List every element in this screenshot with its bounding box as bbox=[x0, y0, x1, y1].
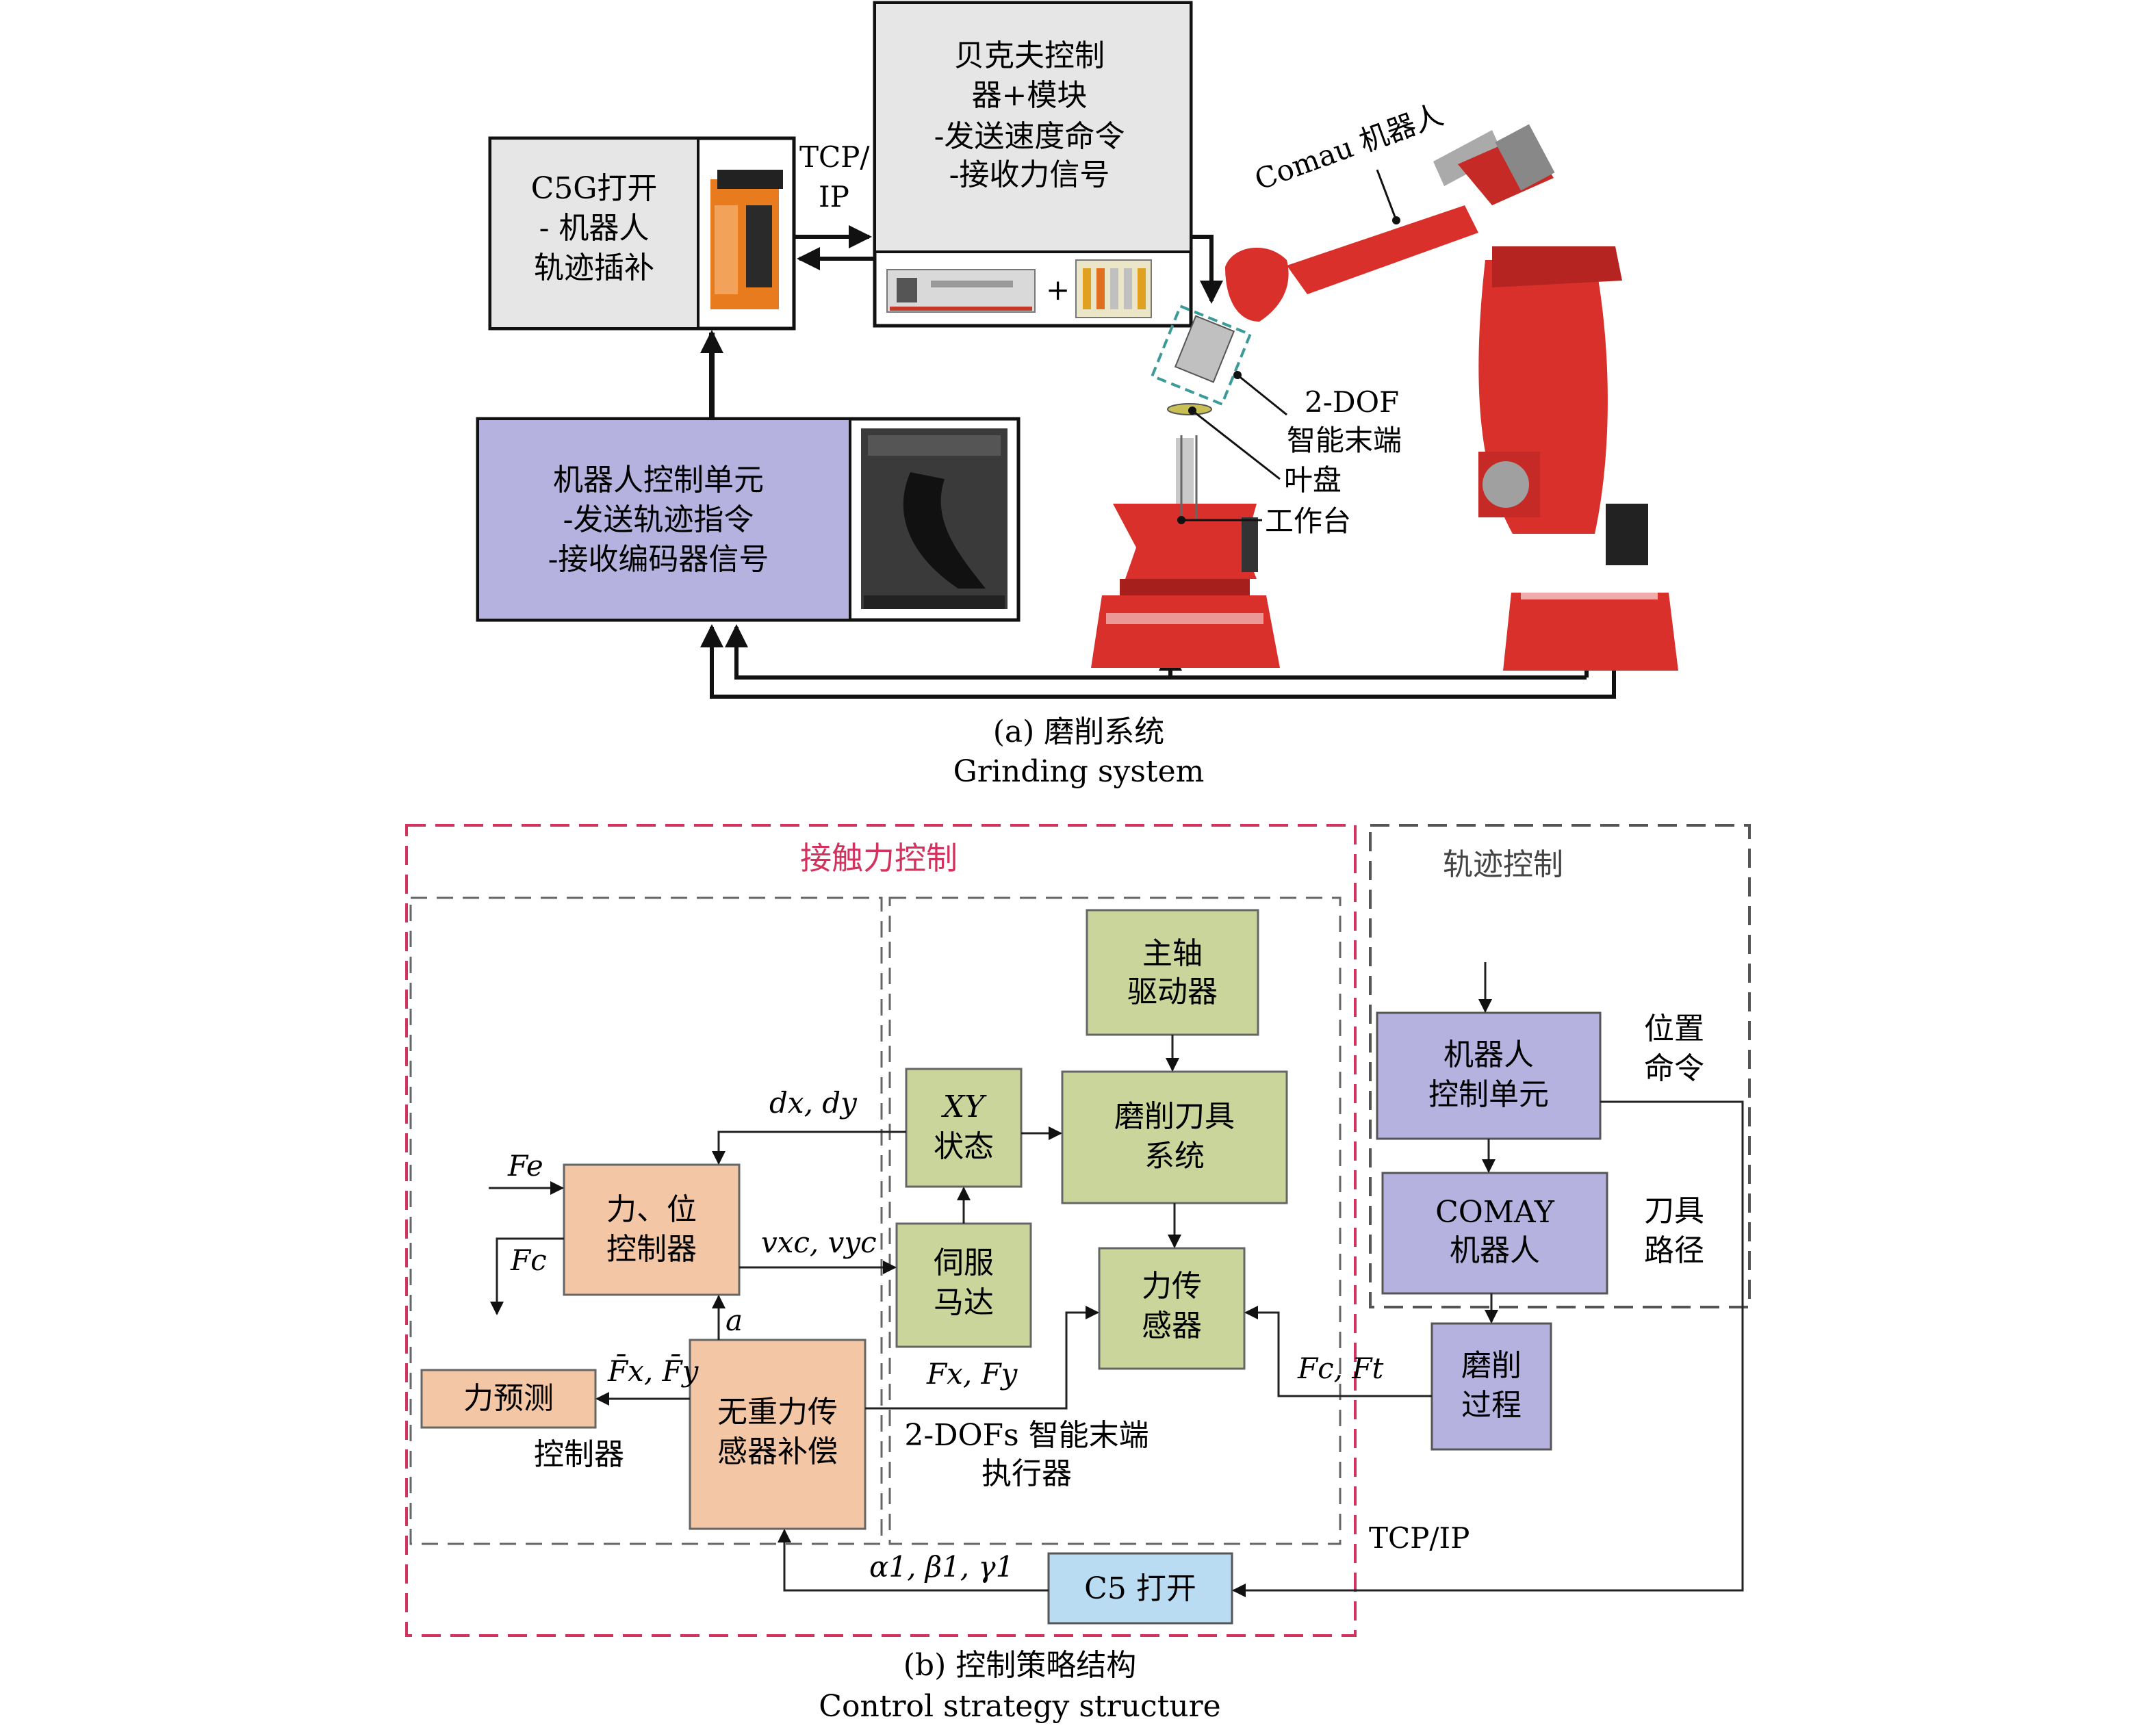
svg-text:智能末端: 智能末端 bbox=[1287, 424, 1402, 457]
caption-b-cn: (b) 控制策略结构 bbox=[903, 1648, 1136, 1683]
svg-text:感器: 感器 bbox=[1142, 1308, 1202, 1343]
comau-robot-label: Comau 机器人 bbox=[1250, 98, 1448, 197]
c5g-controller-box: C5G打开 - 机器人 轨迹插补 bbox=[488, 136, 796, 331]
svg-text:力传: 力传 bbox=[1142, 1269, 1202, 1304]
svg-text:机器人: 机器人 bbox=[1443, 1037, 1534, 1072]
signal-dx-dy: dx, dy bbox=[769, 1086, 858, 1120]
force-prediction-box: 力预测 bbox=[420, 1369, 597, 1429]
svg-text:轨迹插补: 轨迹插补 bbox=[534, 250, 654, 285]
signal-fc: Fc bbox=[510, 1243, 547, 1277]
svg-text:- 机器人: - 机器人 bbox=[539, 211, 650, 246]
svg-text:XY: XY bbox=[941, 1089, 987, 1124]
svg-text:C5 打开: C5 打开 bbox=[1084, 1571, 1196, 1606]
figure-b-control-strategy: 接触力控制 轨迹控制 主轴 驱动器 XY 状态 磨削刀具 系统 伺服 马达 bbox=[405, 824, 1751, 1724]
comau-robot-illustration bbox=[1150, 124, 1678, 671]
signal-fx-fy: Fx, Fy bbox=[926, 1357, 1018, 1391]
signal-vxc-vyc: vxc, vyc bbox=[761, 1226, 877, 1259]
grinding-tool-box: 磨削刀具 系统 bbox=[1061, 1070, 1288, 1204]
signal-fe: Fe bbox=[507, 1149, 543, 1183]
svg-text:命令: 命令 bbox=[1644, 1051, 1704, 1086]
svg-text:IP: IP bbox=[819, 180, 849, 214]
svg-text:伺服: 伺服 bbox=[934, 1245, 994, 1280]
tcp-ip-label-b: TCP/IP bbox=[1369, 1521, 1470, 1555]
svg-text:器+模块: 器+模块 bbox=[972, 78, 1088, 113]
trajectory-region bbox=[1369, 824, 1751, 1308]
end-effector-label: 2-DOFs 智能末端 bbox=[904, 1418, 1148, 1453]
robot-control-unit-box: 机器人控制单元 -发送轨迹指令 -接收编码器信号 bbox=[476, 417, 1021, 622]
svg-text:控制器: 控制器 bbox=[606, 1232, 697, 1267]
c5g-module-image bbox=[710, 170, 783, 309]
svg-text:路径: 路径 bbox=[1644, 1233, 1704, 1268]
figure-a-grinding-system: C5G打开 - 机器人 轨迹插补 TCP/ IP 贝克夫控制 器+模块 -发送速… bbox=[476, 1, 1678, 789]
contact-force-region bbox=[405, 824, 1357, 1637]
robot-cabinet-image bbox=[861, 428, 1008, 609]
feedback-line-robot-base bbox=[700, 624, 1616, 699]
servo-motor-box: 伺服 马达 bbox=[895, 1222, 1032, 1348]
blisk-label: 叶盘 bbox=[1284, 463, 1342, 497]
force-sensor-box: 力传 感器 bbox=[1098, 1247, 1246, 1370]
svg-text:感器补偿: 感器补偿 bbox=[717, 1434, 838, 1469]
end-effector-dashed-frame bbox=[1150, 304, 1253, 406]
plus-sign: + bbox=[1046, 273, 1070, 307]
beckhoff-module-image bbox=[1075, 259, 1152, 318]
worktable-illustration bbox=[1091, 403, 1280, 668]
svg-text:力、位: 力、位 bbox=[606, 1192, 697, 1227]
controller-region bbox=[409, 896, 883, 1545]
connectors-b bbox=[489, 962, 1744, 1597]
beckhoff-controller-box: 贝克夫控制 器+模块 -发送速度命令 -接收力信号 + bbox=[873, 1, 1193, 328]
gravity-compensation-box: 无重力传 感器补偿 bbox=[689, 1339, 867, 1530]
svg-text:驱动器: 驱动器 bbox=[1127, 974, 1218, 1009]
arrow-beckhoff-to-end-effector bbox=[1191, 235, 1223, 304]
svg-text:机器人: 机器人 bbox=[1450, 1233, 1540, 1268]
caption-a-cn: (a) 磨削系统 bbox=[993, 714, 1165, 749]
svg-text:C5G打开: C5G打开 bbox=[531, 171, 658, 206]
tcp-ip-label-a: TCP/ bbox=[799, 140, 870, 174]
svg-text:马达: 马达 bbox=[934, 1285, 994, 1320]
tool-path-label: 刀具 bbox=[1644, 1193, 1704, 1228]
svg-text:磨削: 磨削 bbox=[1461, 1348, 1522, 1383]
svg-text:无重力传: 无重力传 bbox=[717, 1395, 838, 1430]
force-position-controller-box: 力、位 控制器 bbox=[563, 1163, 741, 1296]
contact-force-title: 接触力控制 bbox=[800, 840, 958, 877]
xy-state-box: XY 状态 bbox=[905, 1068, 1023, 1188]
worktable-label: 工作台 bbox=[1265, 504, 1351, 538]
svg-text:控制单元: 控制单元 bbox=[1428, 1077, 1549, 1112]
trajectory-title: 轨迹控制 bbox=[1443, 847, 1563, 882]
caption-b-en: Control strategy structure bbox=[819, 1689, 1220, 1724]
svg-text:过程: 过程 bbox=[1461, 1388, 1522, 1423]
svg-text:-接收编码器信号: -接收编码器信号 bbox=[548, 542, 769, 577]
svg-text:磨削刀具: 磨削刀具 bbox=[1114, 1099, 1235, 1134]
spindle-driver-box: 主轴 驱动器 bbox=[1086, 909, 1259, 1036]
signal-fc-ft: Fc, Ft bbox=[1297, 1352, 1384, 1385]
position-command-label: 位置 bbox=[1644, 1011, 1704, 1046]
svg-text:贝克夫控制: 贝克夫控制 bbox=[954, 38, 1105, 73]
svg-text:系统: 系统 bbox=[1144, 1139, 1205, 1174]
signal-angles: α1, β1, γ1 bbox=[869, 1550, 1014, 1584]
svg-text:-发送速度命令: -发送速度命令 bbox=[934, 119, 1125, 154]
svg-text:执行器: 执行器 bbox=[981, 1456, 1072, 1491]
svg-text:力预测: 力预测 bbox=[463, 1381, 554, 1416]
controller-label: 控制器 bbox=[534, 1437, 624, 1472]
robot-control-unit-box-b: 机器人 控制单元 bbox=[1376, 1011, 1602, 1140]
svg-text:-发送轨迹指令: -发送轨迹指令 bbox=[563, 502, 754, 537]
svg-text:状态: 状态 bbox=[934, 1129, 994, 1164]
c5-open-box: C5 打开 bbox=[1047, 1552, 1233, 1625]
svg-text:主轴: 主轴 bbox=[1142, 936, 1203, 971]
comay-robot-box: COMAY 机器人 bbox=[1381, 1172, 1608, 1295]
svg-text:机器人控制单元: 机器人控制单元 bbox=[553, 463, 764, 498]
caption-a-en: Grinding system bbox=[953, 754, 1205, 789]
signal-fx-fy-bar: F̄x, F̄y bbox=[607, 1353, 700, 1388]
dof-end-effector-label: 2-DOF bbox=[1305, 385, 1399, 419]
svg-text:-接收力信号: -接收力信号 bbox=[949, 157, 1110, 192]
grinding-process-box: 磨削 过程 bbox=[1430, 1322, 1552, 1451]
svg-text:COMAY: COMAY bbox=[1435, 1195, 1555, 1230]
beckhoff-pc-image bbox=[886, 269, 1036, 313]
signal-a: a bbox=[726, 1304, 743, 1337]
